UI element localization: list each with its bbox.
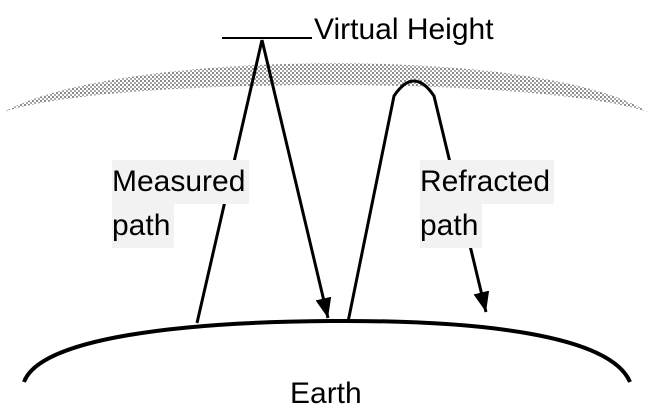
- earth-surface: [22, 318, 632, 383]
- measured-path-label-line1: Measured: [112, 160, 250, 204]
- refracted-path-arrow: [346, 79, 490, 323]
- refracted-path-label-line1: Refracted: [420, 160, 555, 204]
- measured-path-label-line2: path: [112, 204, 175, 248]
- refracted-path-label-line2: path: [420, 204, 483, 248]
- ionosphere-layer: [4, 63, 648, 112]
- earth-label: Earth: [290, 377, 362, 410]
- measured-path-downward-arrow: [260, 39, 332, 319]
- virtual-height-label: Virtual Height: [314, 13, 494, 46]
